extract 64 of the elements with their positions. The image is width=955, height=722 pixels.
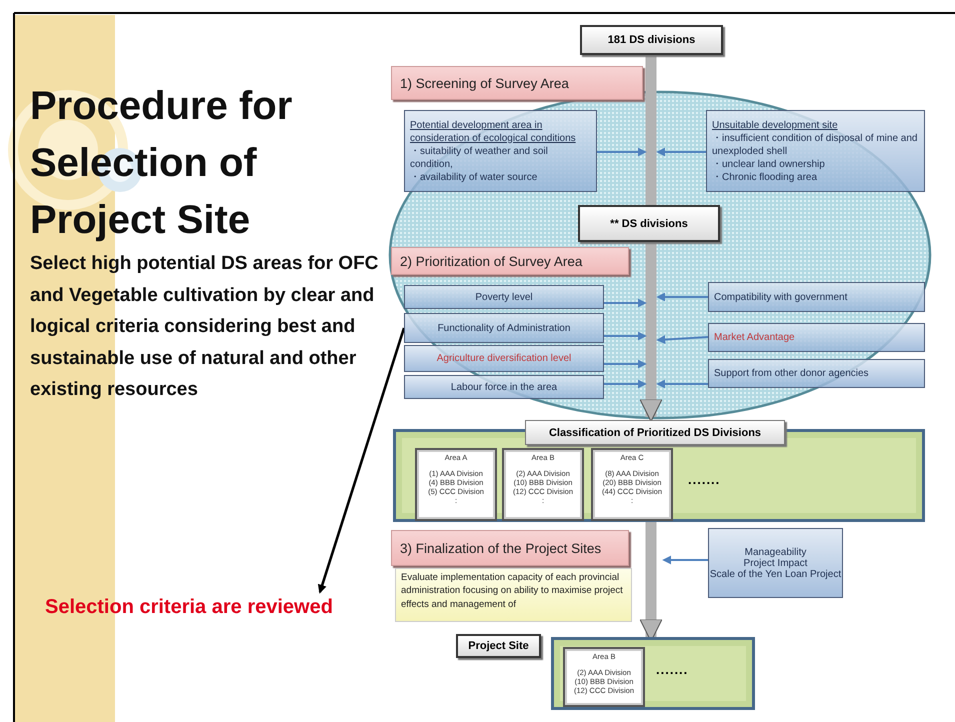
box-heading: Potential development area in consideration of ecological conditions	[410, 118, 577, 144]
area-card	[415, 448, 497, 521]
box-text: ** DS divisions	[610, 218, 688, 230]
note-box	[395, 568, 632, 622]
box-text: Project Site	[468, 640, 529, 652]
step-banner	[391, 530, 629, 566]
step-banner	[391, 66, 643, 100]
header-box	[578, 205, 720, 242]
arrow	[604, 298, 647, 308]
ellipsis: .......	[688, 472, 720, 487]
area-card	[591, 448, 673, 521]
box-text: Labour force in the area	[450, 382, 558, 392]
box-text: Market Advantage	[714, 332, 795, 343]
arrow	[597, 148, 647, 156]
arrow	[604, 360, 647, 368]
ellipsis: .......	[656, 662, 688, 677]
box-text: 181 DS divisions	[608, 34, 696, 46]
box-text: Evaluate implementation capacity of each provincial administration focusing on ability to maximise project effects and management of	[401, 571, 624, 611]
box-heading: Unsuitable development site	[712, 118, 838, 132]
header-box	[456, 634, 541, 658]
criteria-box	[404, 313, 604, 343]
criteria-box	[404, 110, 597, 192]
box-text: Agriculture diversification level	[436, 353, 572, 364]
arrow	[656, 335, 708, 344]
box-text: Project Impact	[744, 558, 808, 568]
box-text: 2) Prioritization of Survey Area	[400, 254, 582, 268]
arrow	[656, 148, 706, 156]
box-text: Functionality of Administration	[438, 322, 570, 334]
arrow	[318, 328, 406, 594]
flow-arrow	[640, 242, 662, 422]
criteria-box	[708, 528, 843, 598]
arrow	[662, 556, 708, 564]
subtitle: Select high potential DS areas for OFC and Vegetable cultivation by clear and logical criteria considering best and sustainable use of natural and other existing resources	[30, 252, 380, 402]
box-text: Selection criteria are reviewed	[45, 596, 333, 618]
criteria-box	[404, 345, 604, 372]
area-card	[502, 448, 584, 521]
box-text: Compatibility with government	[714, 292, 848, 302]
box-text: ・unclear land ownership	[712, 158, 825, 170]
step-banner	[391, 247, 629, 275]
title: Procedure for Selection of Project Site	[30, 83, 294, 244]
header-box	[580, 25, 723, 55]
panel-heading: Classification of Prioritized DS Divisions	[525, 420, 785, 445]
arrow	[656, 292, 708, 302]
criteria-box	[708, 323, 925, 352]
criteria-box	[404, 375, 604, 399]
arrow	[604, 332, 647, 340]
criteria-box	[404, 285, 604, 309]
box-text: Support from other donor agencies	[714, 368, 869, 379]
box-text: Manageability	[744, 546, 806, 558]
arrow	[604, 380, 647, 388]
box-text: Scale of the Yen Loan Project	[710, 568, 842, 580]
criteria-box	[708, 282, 925, 312]
classification-panel	[551, 637, 755, 710]
box-text: Poverty level	[475, 292, 533, 302]
box-text: ・suitability of weather and soil condition,	[410, 144, 549, 170]
box-text: ・availability of water source	[410, 170, 538, 184]
area-card	[563, 647, 645, 707]
arrow	[656, 380, 708, 388]
criteria-box	[706, 110, 925, 192]
box-text: 1) Screening of Survey Area	[400, 76, 569, 90]
criteria-box	[708, 359, 925, 388]
box-text: ・Chronic flooding area	[712, 170, 818, 184]
box-text: ・insufficient condition of disposal of mine and unexploded shell	[712, 132, 918, 158]
box-text: 3) Finalization of the Project Sites	[400, 540, 602, 556]
